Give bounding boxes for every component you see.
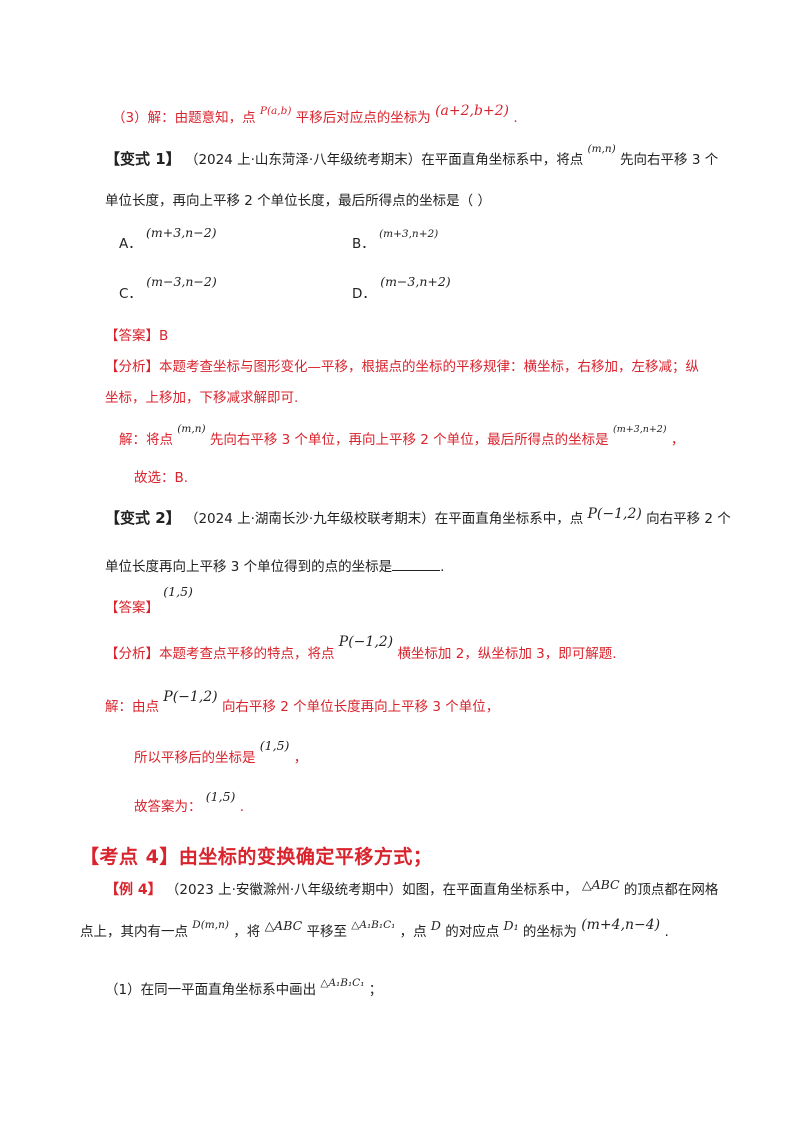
example-4-text-b: ，将 bbox=[233, 924, 261, 940]
variant-2-so-end: ， bbox=[293, 750, 308, 766]
math-point-p: P(a,b) bbox=[259, 105, 292, 117]
option-a: A． (m+3,n−2) bbox=[119, 221, 217, 252]
variant-2-solution-prefix: 解：由点 bbox=[105, 699, 159, 715]
math-result-point: (1,5) bbox=[205, 789, 236, 804]
variant-1-analysis-2: 坐标，上移加，下移减求解即可. bbox=[105, 390, 299, 406]
variant-2-answer-label: 【答案】 bbox=[105, 600, 159, 616]
math-triangle-abc: △ABC bbox=[581, 877, 620, 892]
option-a-value: (m+3,n−2) bbox=[146, 225, 217, 240]
example-4-line-2: 点上，其内有一点 D(m,n) ，将 △ABC 平移至 △A₁B₁C₁ ，点 D… bbox=[80, 917, 669, 940]
math-triangle-a1b1c1: △A₁B₁C₁ bbox=[351, 919, 396, 931]
solution-3-prefix: （3）解：由题意知，点 bbox=[112, 110, 256, 126]
variant-2-line-2: 单位长度再向上平移 3 个单位得到的点的坐标是. bbox=[105, 555, 444, 575]
variant-2-so: 所以平移后的坐标是 (1,5) ， bbox=[134, 734, 307, 766]
option-c: C． (m−3,n−2) bbox=[119, 270, 217, 302]
math-result-point: (1,5) bbox=[259, 738, 290, 753]
option-c-value: (m−3,n−2) bbox=[146, 274, 217, 289]
variant-2-tail: 向右平移 2 个 bbox=[646, 511, 731, 527]
math-point-p: P(−1,2) bbox=[338, 634, 394, 650]
math-point-mn: (m,n) bbox=[587, 143, 616, 155]
example-4-line-1: 【例 4】 （2023 上·安徽滁州·八年级统考期中）如图，在平面直角坐标系中，… bbox=[105, 877, 719, 899]
question-1: （1）在同一平面直角坐标系中画出 △A₁B₁C₁ ； bbox=[105, 970, 382, 998]
variant-2-line-1: 【变式 2】 （2024 上·湖南长沙·九年级校联考期末）在平面直角坐标系中，点… bbox=[105, 506, 731, 528]
variant-2-final-prefix: 故答案为： bbox=[134, 799, 202, 815]
answer-blank[interactable] bbox=[392, 558, 441, 571]
math-triangle-abc: △ABC bbox=[264, 918, 303, 933]
variant-1-tail: 先向右平移 3 个 bbox=[620, 152, 719, 168]
option-b-label: B． bbox=[352, 236, 375, 252]
example-4-tail: 的顶点都在网格 bbox=[623, 882, 719, 898]
math-point-p: P(−1,2) bbox=[587, 506, 642, 522]
variant-1-analysis-1: 【分析】本题考查坐标与图形变化—平移，根据点的坐标的平移规律：横坐标，右移加，左… bbox=[105, 359, 699, 375]
option-b: B． (m+3,n+2) bbox=[352, 221, 439, 252]
variant-1-tag: 【变式 1】 bbox=[105, 150, 181, 168]
variant-1-source: （2024 上·山东菏泽·八年级统考期末）在平面直角坐标系中，将点 bbox=[184, 152, 584, 168]
example-4-source: （2023 上·安徽滁州·八年级统考期中）如图，在平面直角坐标系中， bbox=[165, 882, 578, 898]
option-a-label: A． bbox=[119, 236, 142, 252]
option-d: D． (m−3,n+2) bbox=[352, 270, 451, 302]
variant-1-solution-mid: 先向右平移 3 个单位，再向上平移 2 个单位，最后所得点的坐标是 bbox=[209, 432, 609, 448]
option-b-value: (m+3,n+2) bbox=[379, 228, 439, 240]
variant-1-solution: 解：将点 (m,n) 先向右平移 3 个单位，再向上平移 2 个单位，最后所得点… bbox=[119, 420, 684, 448]
variant-1-line-1: 【变式 1】 （2024 上·山东菏泽·八年级统考期末）在平面直角坐标系中，将点… bbox=[105, 143, 719, 169]
example-4-text-end: . bbox=[664, 924, 669, 940]
variant-2-so-prefix: 所以平移后的坐标是 bbox=[134, 750, 256, 766]
variant-2-question: 单位长度再向上平移 3 个单位得到的点的坐标是 bbox=[105, 559, 393, 575]
variant-2-final: 故答案为： (1,5) . bbox=[134, 785, 244, 815]
math-point-p: P(−1,2) bbox=[163, 689, 218, 705]
math-point-d1-coordinate: (m+4,n−4) bbox=[581, 917, 661, 933]
math-point-mn: (m,n) bbox=[177, 423, 206, 435]
example-4-tag: 【例 4】 bbox=[105, 882, 162, 898]
variant-2-analysis-prefix: 【分析】本题考查点平移的特点，将点 bbox=[105, 646, 335, 662]
example-4-text-f: 的坐标为 bbox=[522, 924, 577, 940]
variant-1-solution-prefix: 解：将点 bbox=[119, 432, 173, 448]
variant-1-choose: 故选：B. bbox=[134, 470, 189, 486]
example-4-text-a: 点上，其内有一点 bbox=[80, 924, 188, 940]
solution-3-end: . bbox=[513, 110, 518, 126]
example-4-text-d: ，点 bbox=[399, 924, 427, 940]
section-heading-kaodian-4: 【考点 4】由坐标的变换确定平移方式； bbox=[80, 846, 433, 868]
example-4-text-e: 的对应点 bbox=[445, 924, 500, 940]
question-1-text: （1）在同一平面直角坐标系中画出 bbox=[105, 982, 317, 998]
variant-2-analysis: 【分析】本题考查点平移的特点，将点 P(−1,2) 横坐标加 2，纵坐标加 3，… bbox=[105, 630, 617, 662]
math-answer-point: (1,5) bbox=[163, 584, 193, 599]
variant-1-line-2: 单位长度，再向上平移 2 个单位长度，最后所得点的坐标是（ ） bbox=[105, 193, 491, 209]
variant-2-source: （2024 上·湖南长沙·九年级校联考期末）在平面直角坐标系中，点 bbox=[184, 511, 584, 527]
math-triangle-a1b1c1: △A₁B₁C₁ bbox=[320, 977, 365, 989]
variant-1-solution-end: ， bbox=[670, 432, 685, 448]
variant-2-question-end: . bbox=[440, 559, 445, 575]
solution-3-mid: 平移后对应点的坐标为 bbox=[295, 110, 431, 126]
option-c-label: C． bbox=[119, 286, 142, 302]
variant-2-solution: 解：由点 P(−1,2) 向右平移 2 个单位长度再向上平移 3 个单位， bbox=[105, 685, 499, 715]
math-translated-point: (a+2,b+2) bbox=[435, 103, 510, 119]
variant-1-answer: 【答案】B bbox=[105, 328, 169, 344]
solution-3-line: （3）解：由题意知，点 P(a,b) 平移后对应点的坐标为 (a+2,b+2) … bbox=[112, 103, 518, 126]
option-d-label: D． bbox=[352, 286, 376, 302]
variant-2-analysis-post: 横坐标加 2，纵坐标加 3，即可解题. bbox=[397, 646, 617, 662]
math-point-d: D(m,n) bbox=[192, 919, 229, 931]
example-4-text-c: 平移至 bbox=[306, 924, 347, 940]
variant-2-solution-post: 向右平移 2 个单位长度再向上平移 3 个单位， bbox=[221, 699, 500, 715]
variant-2-answer: 【答案】 (1,5) bbox=[105, 580, 193, 616]
variant-2-tag: 【变式 2】 bbox=[105, 509, 181, 527]
option-d-value: (m−3,n+2) bbox=[380, 274, 451, 289]
question-1-end: ； bbox=[368, 982, 383, 998]
math-result-point: (m+3,n+2) bbox=[612, 424, 667, 435]
variant-2-final-end: . bbox=[239, 799, 245, 815]
math-point-d1-label: D₁ bbox=[503, 918, 519, 933]
math-point-d-label: D bbox=[430, 918, 441, 933]
